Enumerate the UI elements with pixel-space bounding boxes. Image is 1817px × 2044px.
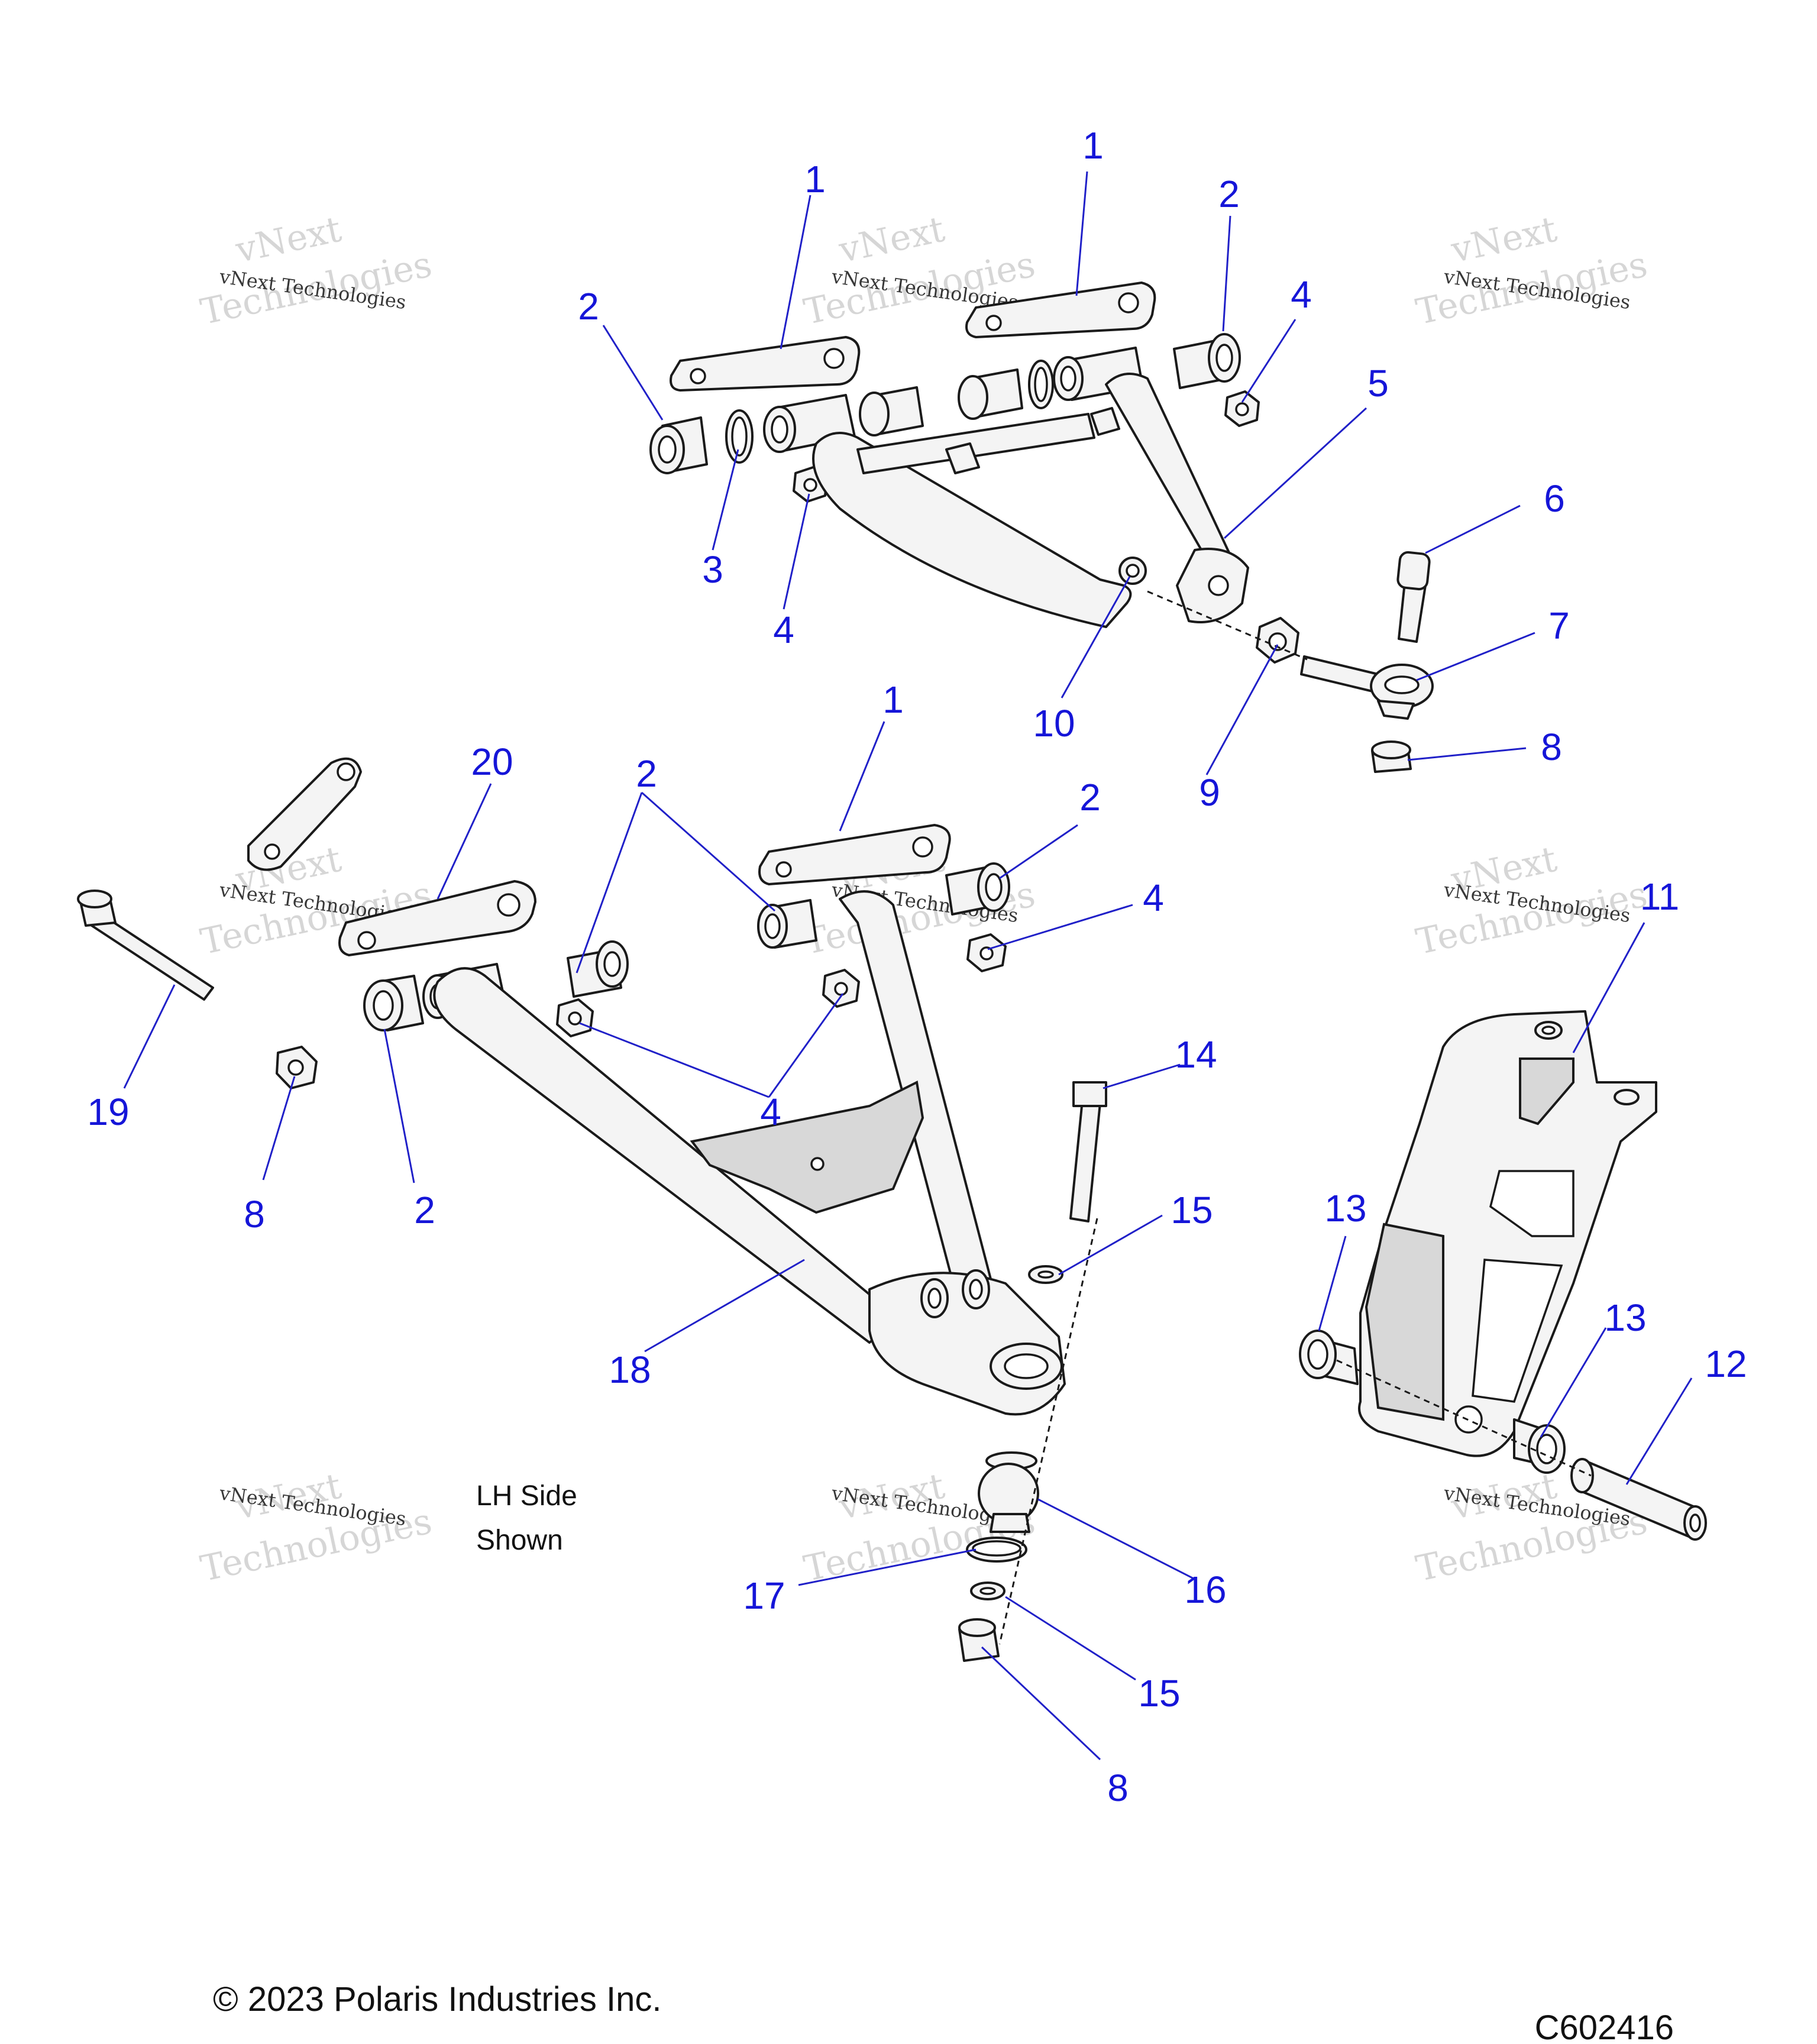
link-arm-upper-left bbox=[247, 757, 362, 871]
bushing-upper-right-1 bbox=[958, 368, 1023, 420]
callout-2-upper-right: 2 bbox=[1218, 173, 1240, 215]
oring-upper-left bbox=[725, 409, 754, 464]
nut-upper-right bbox=[1224, 390, 1260, 427]
bushing-upper-left bbox=[649, 416, 708, 474]
callout-15-upper: 15 bbox=[1171, 1189, 1213, 1231]
axis-lower-balljoint bbox=[998, 1218, 1098, 1645]
callout-11: 11 bbox=[1640, 875, 1679, 918]
bushing-upper-mid bbox=[859, 386, 924, 436]
callout-10: 10 bbox=[1033, 702, 1075, 745]
callout-9: 9 bbox=[1199, 771, 1220, 814]
callout-8-lower: 8 bbox=[1107, 1767, 1129, 1809]
callout-19: 19 bbox=[87, 1091, 129, 1133]
steering-knuckle-11 bbox=[1358, 1010, 1657, 1457]
pivot-pin-20 bbox=[338, 880, 536, 956]
bushing-lower-far-left bbox=[363, 975, 424, 1031]
washer-15-upper bbox=[1028, 1265, 1063, 1284]
nut-8-upper bbox=[1371, 740, 1412, 773]
watermark-text: vNext bbox=[232, 209, 345, 271]
callout-1-upper-left: 1 bbox=[804, 158, 826, 200]
callout-17: 17 bbox=[743, 1574, 785, 1617]
pivot-pin-lower bbox=[758, 824, 951, 885]
pivot-pin-upper-right bbox=[965, 282, 1156, 338]
bolt-14 bbox=[1069, 1081, 1107, 1222]
snap-ring-17 bbox=[966, 1537, 1027, 1563]
callout-2-lower-mid: 2 bbox=[636, 752, 657, 795]
callout-13-right: 13 bbox=[1604, 1296, 1646, 1339]
oring-upper-right bbox=[1028, 360, 1054, 409]
tie-rod-end-7 bbox=[1300, 655, 1434, 720]
nut-lower-right bbox=[966, 933, 1007, 972]
pin-12 bbox=[1570, 1458, 1707, 1541]
nut-lower-left bbox=[556, 998, 594, 1037]
bushing-lower-right-1 bbox=[757, 899, 817, 949]
callout-16: 16 bbox=[1184, 1568, 1226, 1611]
pivot-pin-upper-left bbox=[670, 336, 861, 392]
callout-13-left: 13 bbox=[1324, 1187, 1366, 1230]
bolt-19 bbox=[77, 890, 214, 1001]
leader-lines bbox=[123, 171, 1693, 1761]
ball-joint-16 bbox=[978, 1451, 1039, 1533]
watermark-text: vNext bbox=[835, 209, 948, 271]
side-note-line2: Shown bbox=[476, 1525, 563, 1556]
bushing-13-left bbox=[1299, 1330, 1359, 1385]
callout-4-lower-right: 4 bbox=[1143, 877, 1164, 919]
lower-a-arm bbox=[433, 890, 1066, 1416]
callout-4-upper-left: 4 bbox=[773, 609, 794, 651]
callout-2-lower-right: 2 bbox=[1079, 776, 1101, 819]
nut-lower-mid bbox=[822, 969, 860, 1008]
callout-12: 12 bbox=[1705, 1343, 1747, 1385]
axis-knuckle bbox=[1336, 1359, 1592, 1477]
callout-6: 6 bbox=[1544, 477, 1565, 520]
watermark-3: vNext Technologies bbox=[1412, 209, 1651, 334]
washer-15-lower bbox=[970, 1581, 1006, 1600]
callout-1-lower: 1 bbox=[882, 678, 904, 721]
callout-2-lower-left: 2 bbox=[414, 1189, 435, 1231]
side-note-line1: LH Side bbox=[476, 1480, 577, 1512]
callout-14: 14 bbox=[1175, 1033, 1217, 1076]
bushing-13-right bbox=[1513, 1418, 1566, 1474]
callout-2-upper-left: 2 bbox=[578, 285, 599, 328]
callout-7: 7 bbox=[1548, 604, 1570, 647]
bushing-lower-left-3 bbox=[567, 940, 629, 998]
callout-1-upper-right: 1 bbox=[1082, 124, 1104, 167]
upper-a-arm bbox=[812, 373, 1249, 628]
callout-labels: 1 1 2 2 4 5 3 4 6 7 10 9 8 1 20 2 2 4 11… bbox=[87, 124, 1747, 1809]
callout-4-upper-right: 4 bbox=[1291, 273, 1312, 316]
axis-upper-balljoint bbox=[1147, 590, 1308, 661]
callout-4-lower: 4 bbox=[760, 1091, 781, 1133]
callout-20: 20 bbox=[471, 740, 513, 783]
bushing-upper-far-right bbox=[1173, 333, 1241, 389]
callout-18: 18 bbox=[609, 1348, 651, 1391]
callout-15-lower: 15 bbox=[1138, 1672, 1180, 1715]
jam-nut-9 bbox=[1256, 617, 1299, 664]
callout-5: 5 bbox=[1367, 362, 1389, 405]
bolt-upper-6 bbox=[1396, 551, 1431, 643]
nut-8-left bbox=[276, 1046, 318, 1089]
callout-8-upper: 8 bbox=[1541, 726, 1562, 768]
callout-8-left: 8 bbox=[244, 1193, 265, 1236]
diagram-code: C602416 bbox=[1535, 2009, 1674, 2044]
nut-8-lower bbox=[958, 1618, 1000, 1662]
bushing-lower-right-2 bbox=[945, 862, 1010, 916]
copyright-text: © 2023 Polaris Industries Inc. bbox=[213, 1980, 661, 2019]
watermark-text: vNext bbox=[1447, 209, 1560, 271]
callout-3: 3 bbox=[702, 548, 723, 591]
